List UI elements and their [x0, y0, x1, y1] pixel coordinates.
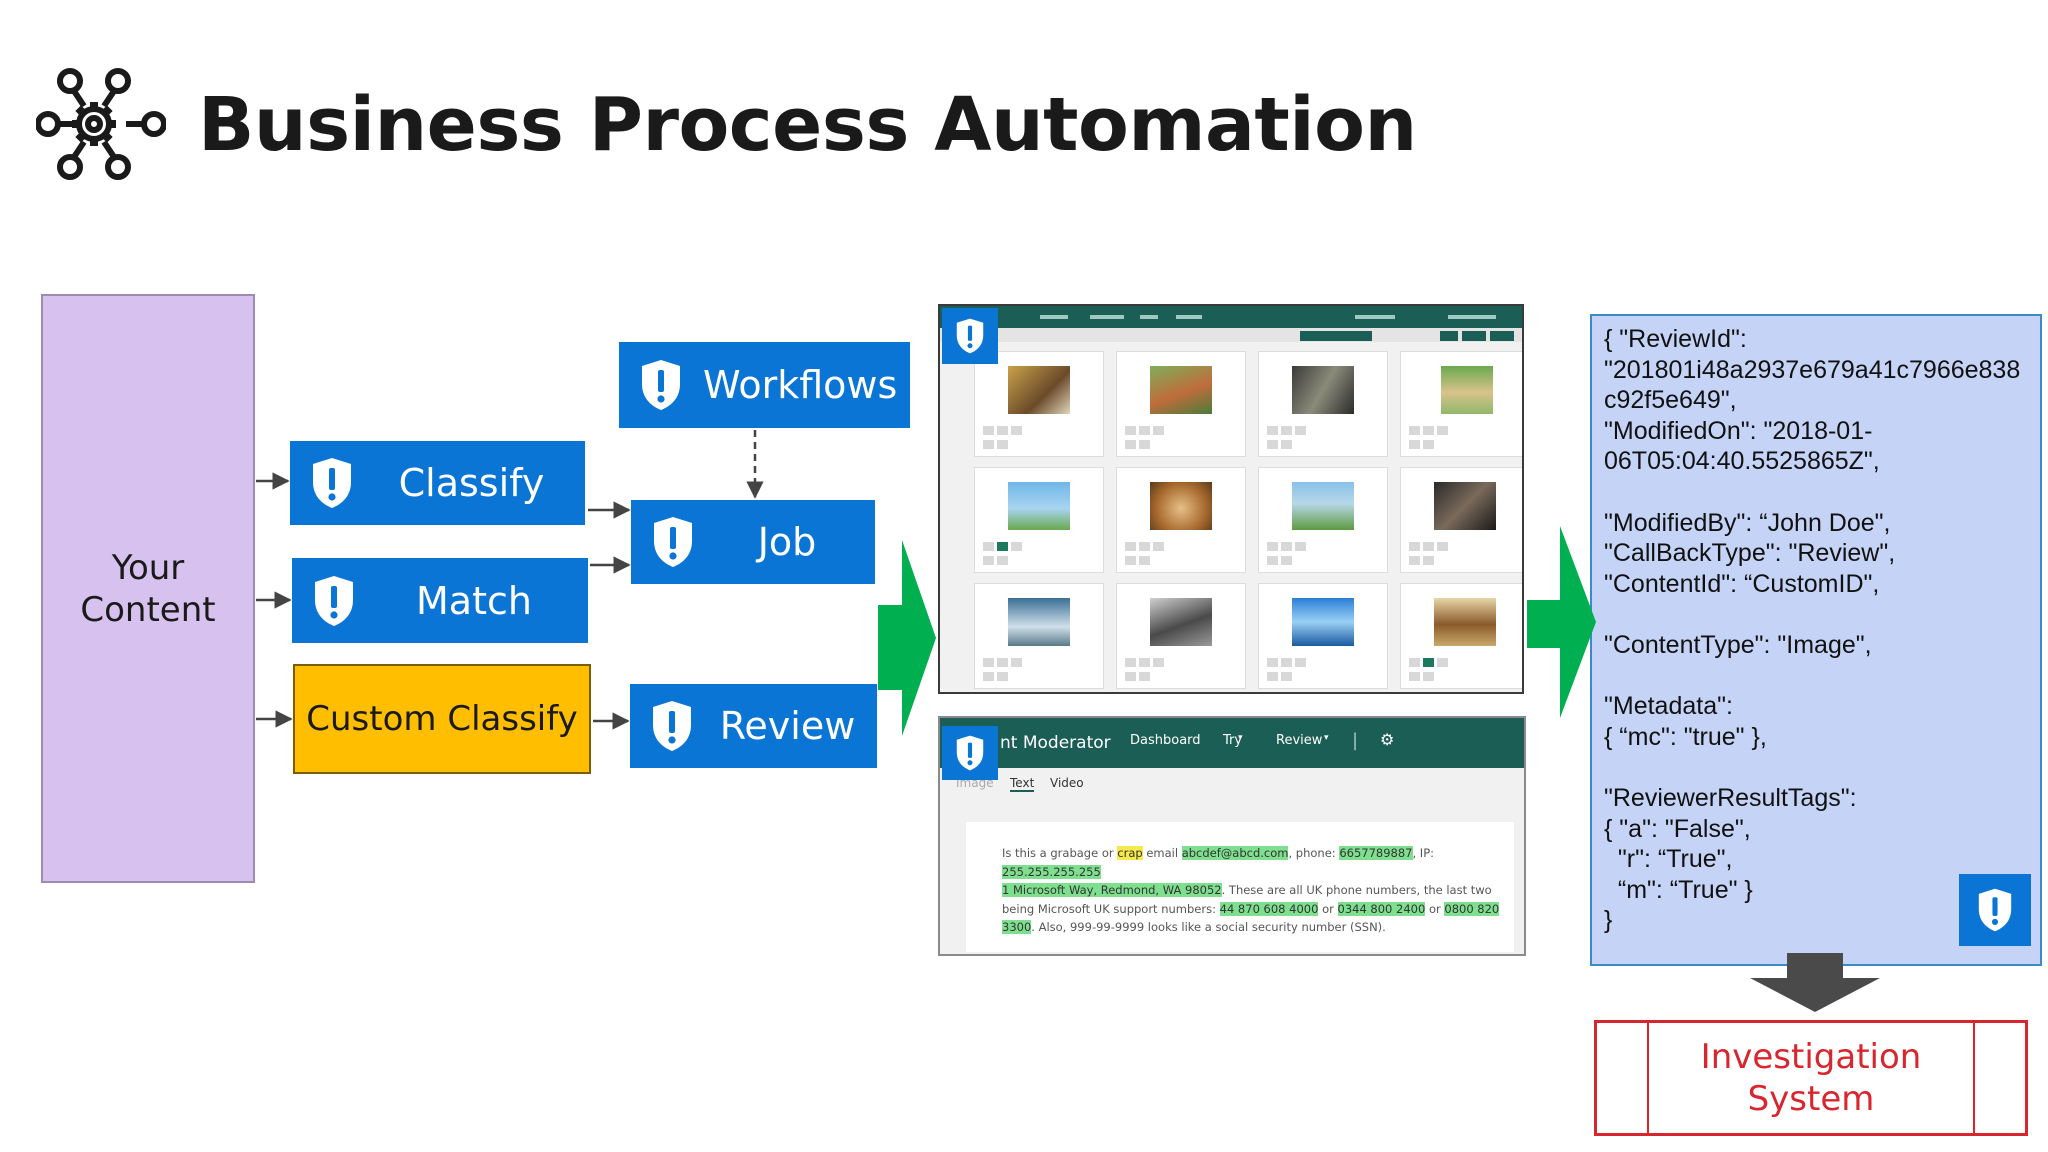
json-line: } [1604, 906, 1613, 935]
investigation-system-box: Investigation System [1594, 1020, 2028, 1136]
image-tile [1400, 583, 1522, 689]
match-box: Match [292, 558, 588, 643]
classify-label: Classify [398, 461, 545, 505]
image-tile [1258, 351, 1388, 457]
text-segment: email [1142, 846, 1182, 860]
page-title: Business Process Automation [198, 82, 1417, 168]
image-tile [1400, 467, 1522, 573]
shield-alert-icon [631, 500, 715, 584]
your-content-label-line2: Content [80, 589, 216, 630]
json-lines: { "ReviewId":"201801i48a2937e679a41c7966… [1604, 324, 2028, 936]
green-arrow-to-result [1527, 526, 1596, 718]
chevron-down-icon: ▾ [1324, 733, 1329, 743]
highlight-pii: 6657789887 [1339, 846, 1413, 860]
json-line: { "ReviewId": [1604, 325, 1747, 353]
json-line: "r": “True", [1604, 845, 1733, 874]
json-line: "CallBackType": "Review", [1604, 539, 1896, 568]
job-box: Job [631, 500, 875, 584]
text-review-screenshot: nt Moderator Dashboard Try ▾ Review ▾ | … [938, 716, 1526, 956]
shield-alert-icon [630, 684, 714, 768]
json-line: { "a": "False", [1604, 814, 1751, 843]
json-line: "201801i48a2937e679a41c7966e838 [1604, 355, 2021, 384]
workflow-gear-icon [36, 68, 166, 180]
image-tile [1116, 583, 1246, 689]
json-line: c92f5e649", [1604, 386, 1737, 415]
highlight-pii: abcdef@abcd.com [1181, 846, 1289, 860]
review-result-json: { "ReviewId":"201801i48a2937e679a41c7966… [1590, 314, 2042, 966]
workflows-box: Workflows [619, 342, 910, 428]
json-line: "ReviewerResultTags": [1604, 783, 1857, 812]
json-line: "ContentType": "Image", [1604, 630, 1872, 659]
down-arrow-to-investigation [1750, 953, 1880, 1012]
text-panel: Is this a grabage or crap email abcdef@a… [966, 822, 1514, 952]
text-segment: , IP: [1412, 846, 1435, 860]
green-arrow-to-review-tool [878, 540, 936, 736]
text-segment: . Also, 999-99-9999 looks like a social … [1031, 920, 1386, 934]
json-line: “m": “True" } [1604, 875, 1753, 904]
highlight-pii: 0344 800 2400 [1337, 901, 1426, 916]
highlight-pii: 44 870 608 4000 [1219, 901, 1319, 916]
json-line: "Metadata": [1604, 692, 1733, 721]
highlight-pii: 1 Microsoft Way, Redmond, WA 98052 [1002, 883, 1222, 897]
image-tile [1258, 467, 1388, 573]
gear-icon: ⚙ [1380, 730, 1395, 749]
highlight-profanity: crap [1117, 846, 1143, 860]
shield-alert-icon [1959, 874, 2031, 946]
process-bar-right [1973, 1023, 1975, 1133]
shield-alert-icon [290, 441, 374, 525]
text-segment: or [1425, 901, 1445, 916]
classify-box: Classify [290, 441, 585, 525]
json-line: 06T05:04:40.5525865Z", [1604, 447, 1880, 476]
shield-alert-icon [942, 308, 998, 364]
image-tile [974, 583, 1104, 689]
screenshot-toolbar [940, 328, 1522, 342]
text-segment: . These are all UK phone numbers, the la… [1002, 883, 1492, 916]
match-label: Match [416, 578, 532, 623]
image-tile [1116, 467, 1246, 573]
image-tile [1400, 351, 1522, 457]
json-line: "ModifiedBy": “John Doe", [1604, 508, 1891, 537]
image-tile [974, 467, 1104, 573]
review-label: Review [719, 704, 856, 748]
json-line: "ContentId": “CustomID", [1604, 569, 1880, 598]
process-bar-left [1647, 1023, 1649, 1133]
nav-dashboard: Dashboard [1130, 733, 1201, 748]
screenshot-header: nt Moderator Dashboard Try ▾ Review ▾ | … [940, 718, 1524, 768]
shield-alert-icon [292, 558, 376, 643]
tab-text: Text [1010, 776, 1035, 792]
highlight-pii: 255.255.255.255 [1002, 864, 1101, 879]
image-tile [1116, 351, 1246, 457]
shield-alert-icon [619, 342, 703, 428]
app-title: nt Moderator [1000, 733, 1111, 753]
investigation-label-line1: Investigation [1700, 1037, 1922, 1077]
image-tile [1258, 583, 1388, 689]
workflows-label: Workflows [703, 363, 898, 407]
review-box: Review [630, 684, 877, 768]
image-tile [974, 351, 1104, 457]
your-content-box: Your Content [41, 294, 255, 883]
text-segment: , phone: [1288, 846, 1340, 860]
shield-alert-icon [942, 726, 998, 780]
screenshot-header [940, 306, 1522, 328]
json-line: "ModifiedOn": "2018-01- [1604, 416, 1873, 445]
nav-try: Try [1223, 733, 1243, 748]
your-content-label-line1: Your [111, 547, 185, 588]
custom-classify-box: Custom Classify [293, 664, 591, 774]
text-segment: Is this a grabage or [1002, 846, 1118, 860]
image-review-screenshot [938, 304, 1524, 694]
nav-separator: | [1352, 730, 1359, 751]
chevron-down-icon: ▾ [1238, 733, 1243, 743]
tab-video: Video [1050, 776, 1084, 790]
investigation-label-line2: System [1747, 1079, 1875, 1119]
text-segment: or [1318, 901, 1338, 916]
job-label: Job [757, 520, 817, 564]
nav-review: Review [1276, 733, 1323, 748]
json-line: { “mc": "true" }, [1604, 722, 1767, 751]
